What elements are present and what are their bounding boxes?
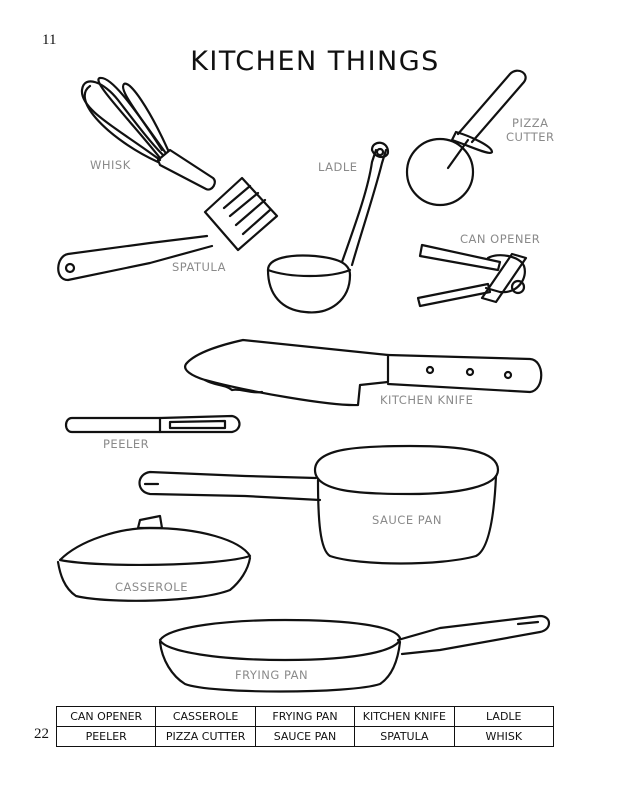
label-peeler: PEELER	[103, 437, 150, 451]
can-opener-drawing	[416, 243, 528, 308]
label-pizza-cutter-line2: CUTTER	[506, 130, 555, 144]
ladle-drawing	[266, 141, 390, 314]
word-bank-cell: SAUCE PAN	[254, 726, 356, 747]
word-bank-cell: PIZZA CUTTER	[155, 726, 256, 747]
label-can-opener: CAN OPENER	[460, 232, 541, 246]
page-number-top: 11	[42, 32, 57, 48]
word-bank-cell: KITCHEN KNIFE	[354, 706, 455, 727]
page-number-bottom: 22	[34, 726, 49, 742]
word-bank-table: CAN OPENER CASSEROLE FRYING PAN KITCHEN …	[55, 706, 555, 747]
word-bank-cell: WHISK	[453, 726, 555, 747]
label-pizza-cutter-line1: PIZZA	[512, 116, 549, 130]
label-spatula: SPATULA	[172, 260, 226, 274]
sauce-pan-drawing	[138, 444, 500, 565]
page-title: KITCHEN THINGS	[190, 46, 440, 77]
casserole-drawing	[56, 514, 252, 602]
spatula-drawing	[57, 176, 279, 282]
word-bank-cell: PEELER	[55, 726, 157, 747]
label-frying-pan: FRYING PAN	[235, 668, 309, 682]
word-bank-row: PEELER PIZZA CUTTER SAUCE PAN SPATULA WH…	[55, 726, 555, 747]
peeler-drawing	[64, 414, 241, 434]
word-bank-cell: CAN OPENER	[55, 706, 157, 727]
kitchen-knife-drawing	[184, 338, 543, 407]
label-ladle: LADLE	[318, 160, 358, 174]
word-bank-cell: FRYING PAN	[254, 706, 356, 727]
word-bank-cell: SPATULA	[354, 726, 455, 747]
label-whisk: WHISK	[90, 158, 131, 172]
word-bank-cell: CASSEROLE	[155, 706, 256, 727]
whisk-drawing	[80, 76, 216, 191]
word-bank-row: CAN OPENER CASSEROLE FRYING PAN KITCHEN …	[55, 706, 555, 727]
label-kitchen-knife: KITCHEN KNIFE	[380, 393, 474, 407]
frying-pan-drawing	[158, 614, 551, 693]
pizza-cutter-drawing	[405, 69, 527, 207]
label-pizza-cutter: PIZZA CUTTER	[506, 116, 555, 144]
label-casserole: CASSEROLE	[115, 580, 188, 594]
word-bank-cell: LADLE	[453, 706, 555, 727]
label-sauce-pan: SAUCE PAN	[372, 513, 442, 527]
